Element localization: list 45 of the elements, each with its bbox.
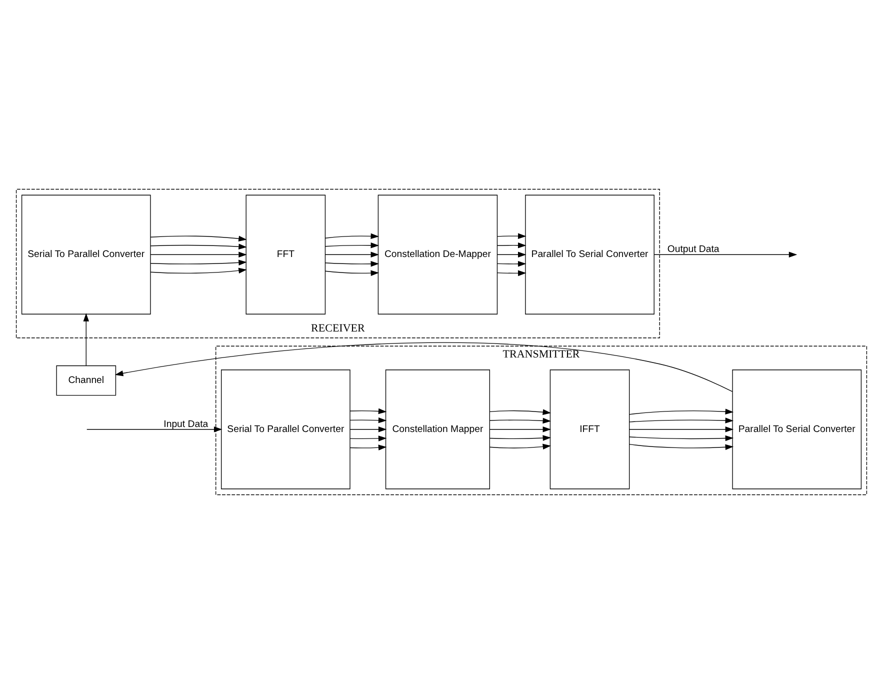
- arrow: [150, 268, 247, 274]
- node-box: Constellation Mapper: [385, 370, 490, 490]
- node-box: Parallel To Serial Converter: [732, 370, 862, 490]
- arrow: [150, 260, 247, 266]
- arrow: [325, 242, 380, 248]
- arrow: [496, 270, 526, 276]
- arrow: [114, 342, 733, 392]
- arrow: [325, 252, 380, 258]
- arrow: [86, 426, 222, 432]
- arrow: [496, 252, 526, 258]
- arrow: [496, 233, 526, 239]
- edge-label: Input Data: [164, 418, 208, 430]
- arrow: [150, 236, 247, 242]
- node-box: FFT: [246, 194, 326, 314]
- arrow: [489, 444, 552, 450]
- arrow: [350, 436, 387, 442]
- node-box: Channel: [56, 365, 116, 396]
- arrow: [489, 409, 552, 415]
- arrow: [489, 435, 552, 441]
- node-box: Serial To Parallel Converter: [220, 370, 350, 490]
- arrow: [325, 270, 380, 276]
- arrow: [350, 426, 387, 432]
- node-box: Serial To Parallel Converter: [21, 194, 151, 314]
- arrow: [325, 233, 380, 240]
- arrow: [350, 444, 387, 450]
- arrow: [496, 242, 526, 248]
- arrow: [489, 418, 552, 424]
- node-box: Parallel To Serial Converter: [525, 194, 654, 314]
- edge-label: Output Data: [667, 244, 720, 256]
- arrow: [150, 244, 247, 250]
- arrow: [496, 261, 526, 267]
- arrow: [629, 435, 734, 442]
- arrow: [629, 408, 734, 415]
- arrow: [654, 252, 798, 258]
- arrow: [150, 252, 247, 258]
- arrow: [629, 444, 734, 450]
- arrow: [629, 418, 734, 424]
- arrow: [350, 417, 387, 424]
- node-box: Constellation De-Mapper: [378, 194, 498, 314]
- arrow: [83, 313, 90, 366]
- arrow: [489, 426, 552, 432]
- arrow: [350, 408, 387, 414]
- arrow: [325, 260, 380, 267]
- node-box: IFFT: [550, 370, 630, 490]
- arrow: [629, 426, 734, 432]
